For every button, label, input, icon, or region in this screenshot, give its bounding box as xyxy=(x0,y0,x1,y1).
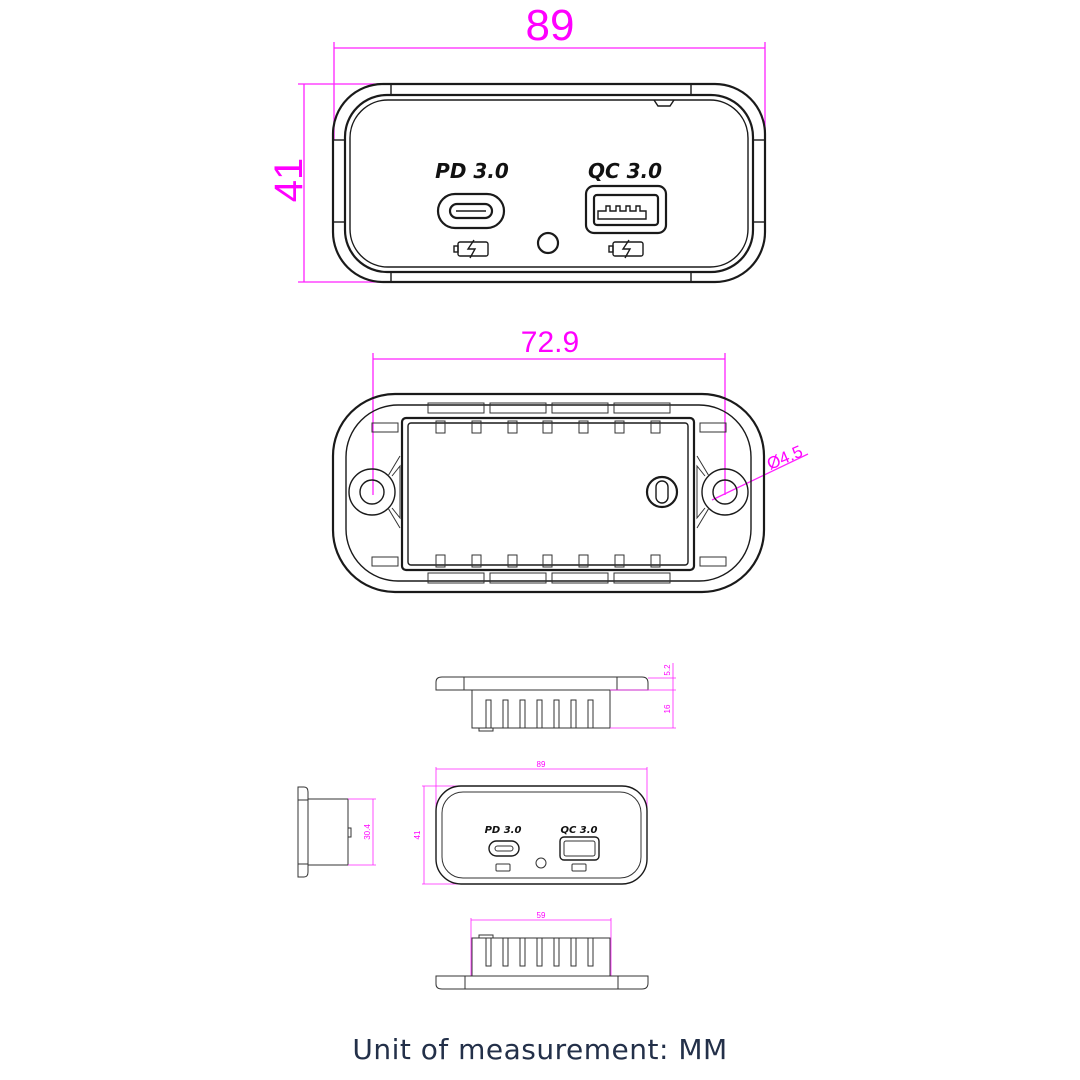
small-height-dimension: 41 xyxy=(413,830,422,839)
usb-a-port-icon xyxy=(584,184,668,235)
usb-c-port-icon xyxy=(436,192,506,230)
mounting-hole-left xyxy=(359,479,385,505)
unit-caption: Unit of measurement: MM xyxy=(352,1033,728,1066)
pd-label: PD 3.0 xyxy=(435,159,509,183)
small-led-icon xyxy=(535,857,547,869)
small-battery-icon xyxy=(571,863,587,872)
mounting-hole-right xyxy=(712,479,738,505)
small-usb-c-port-icon xyxy=(488,840,520,857)
small-battery-icon xyxy=(495,863,511,872)
small-width-dimension: 89 xyxy=(537,760,546,769)
small-qc-label: QC 3.0 xyxy=(560,825,597,836)
small-pd-label: PD 3.0 xyxy=(485,825,522,836)
flange-thickness-dimension: 5.2 xyxy=(663,664,672,676)
small-front-view: 89 41 PD 3.0 QC 3.0 xyxy=(413,760,648,885)
side-view-top: 5.2 16 xyxy=(435,663,676,732)
battery-charging-icon xyxy=(453,239,489,259)
height-dimension-41: 41 xyxy=(267,158,311,203)
front-view: 89 41 PD 3.0 xyxy=(267,1,767,284)
width-dimension-89: 89 xyxy=(526,1,575,50)
small-usb-a-port-icon xyxy=(559,836,600,861)
side-view-left: 30.4 xyxy=(297,786,376,878)
body-width-dimension: 59 xyxy=(537,911,546,920)
bottom-view: 59 xyxy=(435,911,649,990)
back-view: 72.9 Ø4.5 xyxy=(331,326,809,594)
qc-label: QC 3.0 xyxy=(588,159,662,183)
body-depth-dimension: 16 xyxy=(663,704,672,713)
led-indicator-icon xyxy=(536,231,560,255)
hole-spacing-dimension: 72.9 xyxy=(521,326,579,359)
battery-charging-icon xyxy=(608,239,644,259)
hole-diameter-dimension: Ø4.5 xyxy=(764,442,805,474)
body-height-dimension: 30.4 xyxy=(363,824,372,840)
